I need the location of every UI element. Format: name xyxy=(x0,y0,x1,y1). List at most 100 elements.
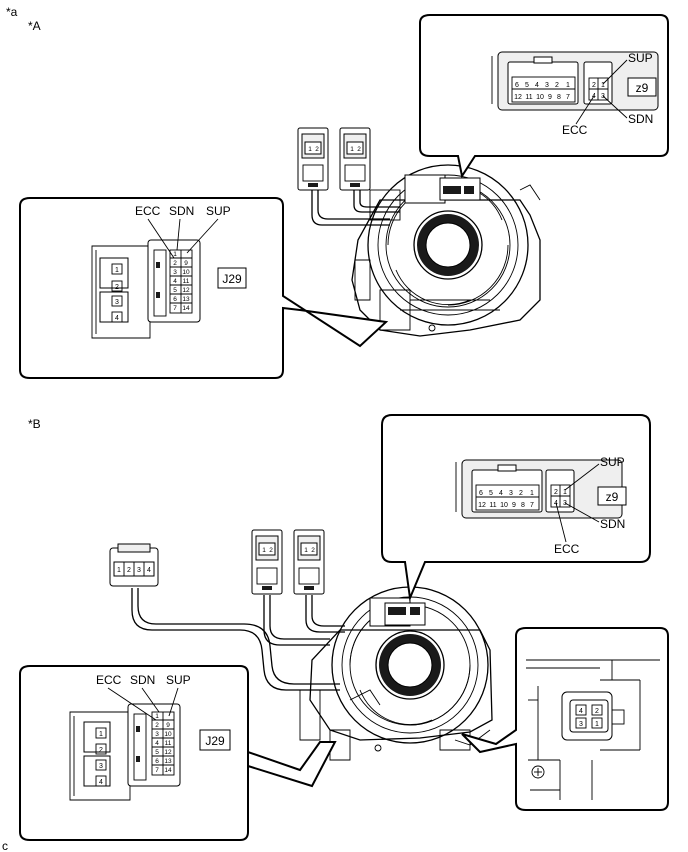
pin-label: 13 xyxy=(182,296,190,303)
j29-grid-pins-a: 1 2 9 3 10 4 11 5 12 6 13 7 14 xyxy=(169,249,193,314)
z9-main-pins-a: 6 5 4 3 2 1 12 11 10 9 8 7 xyxy=(511,76,576,103)
pin-label: 13 xyxy=(164,758,172,765)
pin-label: 2 xyxy=(554,489,558,496)
pin-label: 7 xyxy=(566,94,570,101)
pin-label: 4 xyxy=(579,708,583,715)
pin-label: 11 xyxy=(489,502,496,509)
sdn-label: SDN xyxy=(130,673,155,687)
small-connector-a-right: 1 2 xyxy=(339,127,371,191)
sup-label: SUP xyxy=(628,51,653,65)
pin-label: 5 xyxy=(525,82,529,89)
pin-label: 7 xyxy=(155,767,159,774)
pin-label: 4 xyxy=(155,740,159,747)
pin-label: 3 xyxy=(155,731,159,738)
pin-label: 2 xyxy=(592,82,596,89)
pin-label: 6 xyxy=(479,490,483,497)
pin-label: 4 xyxy=(499,490,503,497)
section-b: 1 2 3 4 1 2 1 2 xyxy=(19,414,669,841)
pin-label: 1 xyxy=(304,547,308,554)
pin-label: 1 xyxy=(115,267,119,274)
connector-id: z9 xyxy=(636,81,649,95)
pin-label: 12 xyxy=(182,287,190,294)
pin-label: 1 xyxy=(155,713,159,720)
wire-b1 xyxy=(263,595,330,646)
pin-label: 1 xyxy=(566,82,570,89)
pin-label: 4 xyxy=(173,278,177,285)
four-pin-connector-b: 1 2 3 4 xyxy=(109,543,159,587)
pin-label: 1 xyxy=(350,146,354,153)
pin-label: 11 xyxy=(525,94,532,101)
wire-b-4pin xyxy=(131,588,340,691)
pin-label: 14 xyxy=(164,767,172,774)
pin-label: 6 xyxy=(155,758,159,765)
pin-label: 10 xyxy=(182,269,190,276)
pin-label: 3 xyxy=(99,763,103,770)
z9-main-pins-b: 6 5 4 3 2 1 12 11 10 9 8 7 xyxy=(475,484,540,511)
pin-label: 9 xyxy=(512,502,516,509)
callout-b-top: 6 5 4 3 2 1 12 11 10 9 8 7 2 1 4 xyxy=(381,414,651,602)
section-a: 1 2 1 2 6 5 4 xyxy=(19,14,669,379)
pin-label: 9 xyxy=(166,722,170,729)
wire-a4 xyxy=(359,190,400,208)
pin-label: 3 xyxy=(545,82,549,89)
j29-left-pins-a: 1 2 3 4 xyxy=(111,263,123,323)
connector-id: J29 xyxy=(222,272,242,286)
small-connector-a-left: 1 2 xyxy=(297,127,329,191)
pin-label: 1 xyxy=(262,547,266,554)
pin-label: 3 xyxy=(115,299,119,306)
pin-label: 4 xyxy=(535,82,539,89)
pin-label: 2 xyxy=(311,547,315,554)
pin-label: 2 xyxy=(127,567,131,574)
pin-label: 9 xyxy=(548,94,552,101)
pin-label: 2 xyxy=(99,747,103,754)
connector-id-box xyxy=(627,77,657,97)
pin-label: 2 xyxy=(519,490,523,497)
right-callout-pins: 4 2 3 1 xyxy=(575,704,603,729)
small-connector-b-left: 1 2 xyxy=(251,529,283,595)
pin-label: 1 xyxy=(308,146,312,153)
connector-id: J29 xyxy=(205,734,225,748)
pin-label: 11 xyxy=(165,740,172,747)
wire-b-4pin-2 xyxy=(137,588,340,685)
pin-label: 10 xyxy=(536,94,544,101)
sup-label: SUP xyxy=(206,204,231,218)
pin-label: 8 xyxy=(557,94,561,101)
pin-label: 1 xyxy=(99,731,103,738)
section-a-label: *A xyxy=(28,19,41,33)
pin-label: 2 xyxy=(595,708,599,715)
pin-label: 12 xyxy=(514,94,522,101)
pin-label: 4 xyxy=(99,779,103,786)
pin-label: 10 xyxy=(164,731,172,738)
connector-id-box xyxy=(199,729,231,751)
sup-label: SUP xyxy=(600,455,625,469)
pin-label: 7 xyxy=(530,502,534,509)
j29-grid-pins-b: 1 2 9 3 10 4 11 5 12 6 13 7 14 xyxy=(151,711,175,776)
callout-b-right: 4 2 3 1 xyxy=(461,627,669,811)
pin-label: 10 xyxy=(500,502,508,509)
spiral-cable-a xyxy=(351,164,541,337)
j29-left-pins-b: 1 2 3 4 xyxy=(95,727,107,787)
pin-label: 3 xyxy=(579,721,583,728)
pin-label: 1 xyxy=(563,489,567,496)
pin-label: 6 xyxy=(173,296,177,303)
pin-label: 4 xyxy=(115,315,119,322)
small-connector-b-right: 1 2 xyxy=(293,529,325,595)
wire-a3 xyxy=(353,190,400,213)
pin-label: 5 xyxy=(173,287,177,294)
pin-label: 12 xyxy=(164,749,172,756)
wire-b3 xyxy=(305,595,345,633)
pin-label: 1 xyxy=(530,490,534,497)
pin-label: 3 xyxy=(509,490,513,497)
wire-b4 xyxy=(311,595,345,627)
pin-label: 12 xyxy=(478,502,486,509)
pin-label: 7 xyxy=(173,305,177,312)
callout-a-bottom: 1 2 3 4 1 2 9 3 10 xyxy=(19,197,389,379)
connector-id-box xyxy=(597,486,627,506)
pin-label: 6 xyxy=(515,82,519,89)
ecc-label: ECC xyxy=(562,123,588,137)
ecc-label: ECC xyxy=(96,673,122,687)
pin-label: 8 xyxy=(521,502,525,509)
pin-label: 2 xyxy=(115,284,119,291)
callout-a-top: 6 5 4 3 2 1 12 11 10 9 8 7 2 1 4 xyxy=(419,14,669,179)
